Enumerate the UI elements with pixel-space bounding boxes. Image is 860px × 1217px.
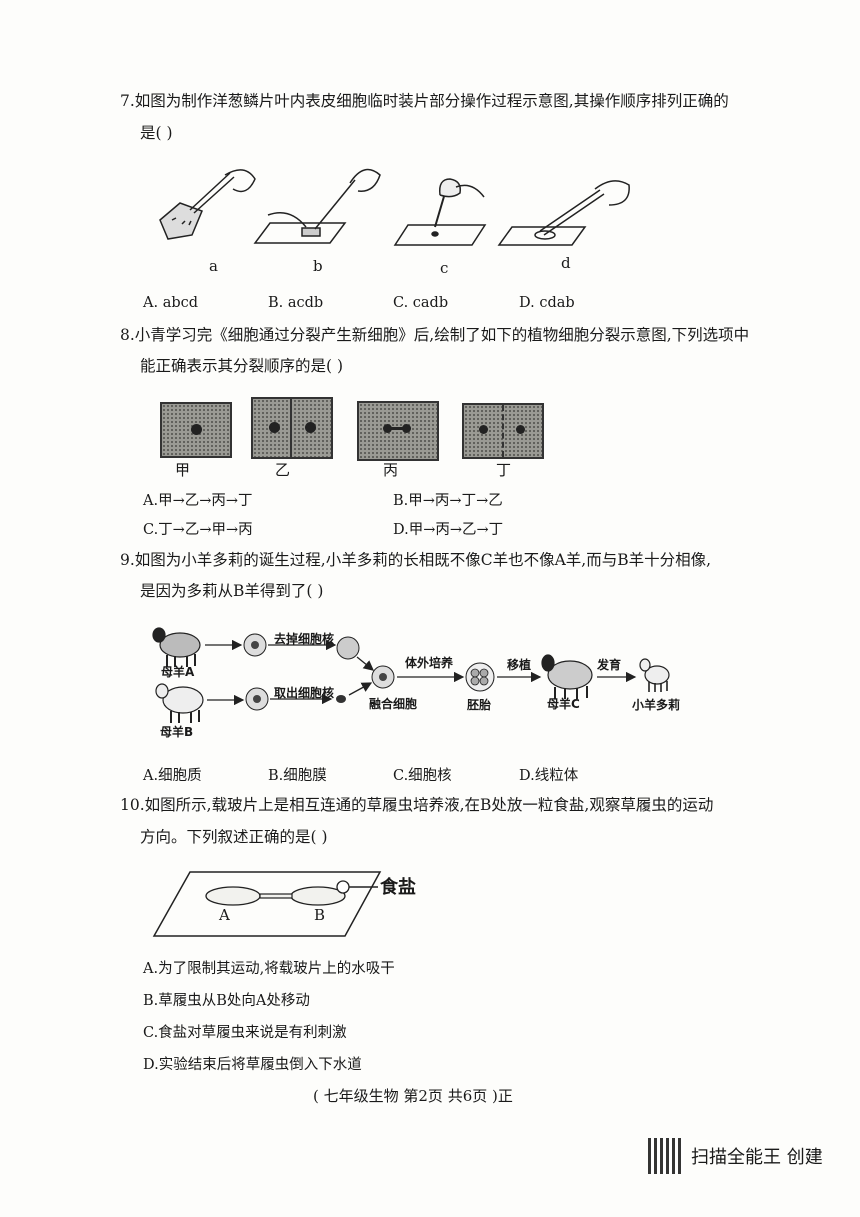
- watermark-text: 扫描全能王 创建: [691, 1147, 823, 1168]
- label-salt: 食盐: [380, 877, 416, 898]
- cell-nucleus: [516, 425, 525, 434]
- q8-label-yi: 乙: [275, 461, 291, 479]
- q8-option-c[interactable]: C.丁→乙→甲→丙: [143, 522, 253, 538]
- cell-nucleus: [305, 422, 316, 433]
- q8-label-bing: 丙: [383, 461, 399, 479]
- q8-label-ding: 丁: [496, 461, 512, 479]
- cell-nucleus: [269, 422, 280, 433]
- cell-nucleus: [191, 424, 202, 435]
- label-transplant: 移植: [507, 658, 532, 672]
- q8-stem-line1: 8.小青学习完《细胞通过分裂产生新细胞》后,绘制了如下的植物细胞分裂示意图,下列…: [120, 326, 750, 344]
- label-sheep-b: 母羊B: [160, 725, 194, 739]
- q10-stem-line2: 方向。下列叙述正确的是( ): [140, 828, 328, 846]
- q9-option-c[interactable]: C.细胞核: [393, 768, 452, 784]
- q9-figure: [152, 627, 670, 723]
- q8-option-a[interactable]: A.甲→乙→丙→丁: [143, 493, 253, 509]
- q7-stem-line1: 7.如图为制作洋葱鳞片叶内表皮细胞临时装片部分操作过程示意图,其操作顺序排列正确…: [120, 92, 729, 110]
- q7-label-b: b: [313, 257, 323, 275]
- q9-option-d[interactable]: D.线粒体: [519, 768, 579, 784]
- q9-stem-line1: 9.如图为小羊多莉的诞生过程,小羊多莉的长相既不像C羊也不像A羊,而与B羊十分相…: [120, 551, 712, 569]
- q9-option-a[interactable]: A.细胞质: [143, 768, 202, 784]
- label-point-b: B: [314, 906, 326, 924]
- q10-option-b[interactable]: B.草履虫从B处向A处移动: [143, 993, 310, 1009]
- q10-option-d[interactable]: D.实验结束后将草履虫倒入下水道: [143, 1057, 362, 1073]
- label-sheep-a: 母羊A: [161, 665, 195, 679]
- label-take-nucleus: 取出细胞核: [274, 686, 335, 700]
- q7-stem-line2: 是( ): [140, 124, 173, 142]
- q9-option-b[interactable]: B.细胞膜: [268, 768, 327, 784]
- q7-option-b[interactable]: B. acdb: [268, 295, 324, 311]
- q7-label-d: d: [561, 254, 571, 272]
- q10-slide-figure: [152, 871, 382, 937]
- q7-label-c: c: [440, 259, 449, 277]
- label-culture: 体外培养: [405, 656, 454, 670]
- q8-label-jia: 甲: [175, 461, 191, 479]
- label-embryo: 胚胎: [467, 698, 492, 712]
- step-c-illustration: [393, 178, 487, 246]
- sheep-a-icon: [152, 627, 201, 667]
- q7-figure: [159, 168, 630, 246]
- label-dolly: 小羊多莉: [632, 698, 681, 712]
- step-d-illustration: [497, 180, 630, 246]
- label-sheep-c: 母羊C: [547, 697, 580, 711]
- sheep-b-icon: [155, 683, 204, 723]
- q8-option-b[interactable]: B.甲→丙→丁→乙: [393, 493, 503, 509]
- page-footer: ( 七年级生物 第2页 共6页 )正: [313, 1087, 513, 1105]
- cell-yi: [251, 397, 333, 459]
- step-b-illustration: [253, 168, 381, 244]
- q7-option-d[interactable]: D. cdab: [519, 295, 575, 311]
- label-develop: 发育: [597, 658, 622, 672]
- q7-label-a: a: [209, 257, 218, 275]
- cell-ding: [462, 403, 544, 459]
- q10-stem-line1: 10.如图所示,载玻片上是相互连通的草履虫培养液,在B处放一粒食盐,观察草履虫的…: [120, 796, 714, 814]
- label-point-a: A: [219, 906, 230, 924]
- q7-option-c[interactable]: C. cadb: [393, 295, 449, 311]
- q10-option-a[interactable]: A.为了限制其运动,将载玻片上的水吸干: [143, 961, 395, 977]
- cell-nucleus: [383, 424, 392, 433]
- sheep-c-icon: [541, 654, 593, 699]
- qr-code-icon: [648, 1138, 684, 1174]
- label-fused-cell: 融合细胞: [369, 697, 418, 711]
- dolly-lamb-icon: [639, 658, 670, 692]
- q10-option-c[interactable]: C.食盐对草履虫来说是有利刺激: [143, 1025, 347, 1041]
- q8-option-d[interactable]: D.甲→丙→乙→丁: [393, 522, 504, 538]
- step-a-illustration: [159, 169, 256, 240]
- cell-nucleus: [402, 424, 411, 433]
- q9-stem-line2: 是因为多莉从B羊得到了( ): [140, 582, 324, 600]
- cell-jia: [160, 402, 232, 458]
- cell-bing: [357, 401, 439, 461]
- q8-stem-line2: 能正确表示其分裂顺序的是( ): [140, 357, 344, 375]
- label-remove-nucleus: 去掉细胞核: [274, 632, 335, 646]
- cell-nucleus: [479, 425, 488, 434]
- q7-option-a[interactable]: A. abcd: [143, 295, 199, 311]
